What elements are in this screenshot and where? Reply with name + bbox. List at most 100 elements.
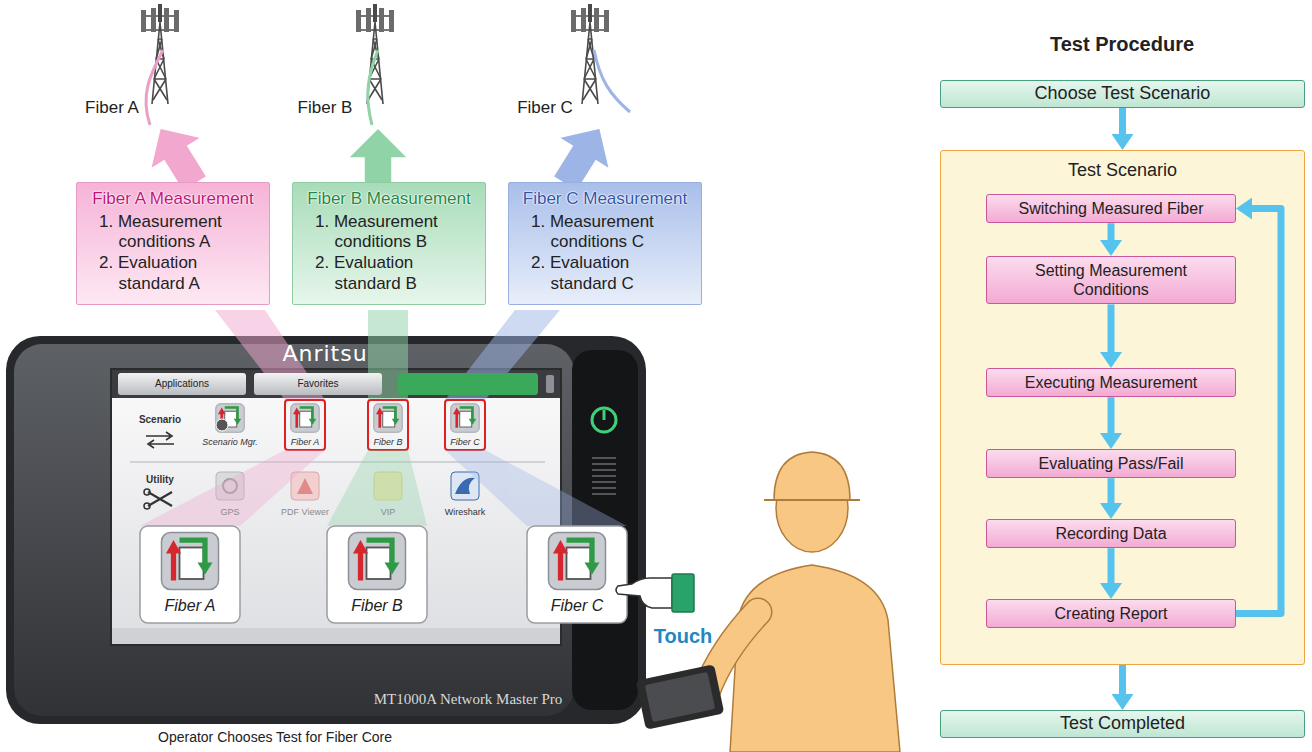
icon-label: Fiber C [450,437,480,447]
list-item: 2. Evaluation standard A [99,253,261,294]
scenario-group: Test ScenarioSwitching Measured FiberSet… [940,150,1305,665]
tablet-device [592,458,616,494]
diagram-title: Test Procedure [1050,33,1194,56]
app-icon [455,478,475,494]
measurement-box: Fiber B Measurement1. Measurement condit… [292,182,486,305]
app-icon [297,478,313,494]
app-icon [146,432,174,448]
operator-figure [774,452,850,500]
icon-label: Fiber C [551,597,603,615]
icon-label: PDF Viewer [281,507,329,517]
icon-label: Wireshark [445,507,486,517]
flow-arrow [1108,548,1115,587]
flow-arrow [1108,397,1115,437]
tab-label: Favorites [297,378,338,390]
enlarged-icon [349,533,406,590]
enlarged-icon [140,526,240,623]
app-icon [216,404,245,433]
list-item: 2. Evaluation standard B [315,253,477,294]
pointing-hand [616,574,694,612]
tablet-device [14,344,574,716]
app-icon [285,400,325,450]
fiber-label: Fiber C [517,98,573,118]
flow-arrow [1108,304,1115,356]
operator-figure [636,664,725,730]
process-box: Recording Data [986,519,1236,548]
measurement-box: Fiber A Measurement1. Measurement condit… [76,182,270,305]
box-heading: Fiber A Measurement [85,189,261,210]
box-label: Choose Test Scenario [951,83,1294,105]
app-icon [144,489,150,495]
enlarged-icon [140,526,627,623]
icon-label: Fiber A [165,597,216,615]
tablet-device [112,398,560,628]
touch-callout: Touch [654,625,713,648]
box-heading: Fiber B Measurement [301,189,477,210]
app-icon [148,492,172,506]
list-item: 1. Measurement conditions C [531,212,693,253]
flow-arrow [1108,223,1115,244]
box-label: Recording Data [1007,524,1215,543]
flow-arrow [1119,665,1126,698]
box-label: Setting Measurement Conditions [1007,261,1215,299]
box-label: Switching Measured Fiber [1007,199,1215,218]
tablet-device [603,410,606,420]
app-icon [144,503,150,509]
zoom-beam [445,450,627,526]
screen-tab [398,373,538,395]
fiber-label: Fiber B [298,98,353,118]
box-label: Test Scenario [941,160,1304,182]
zoom-beam [140,450,627,526]
figure-caption: Operator Chooses Test for Fiber Core [158,729,392,745]
tablet-device [6,336,646,724]
icon-label: Scenario Mgr. [202,437,258,447]
process-box: Evaluating Pass/Fail [986,449,1236,478]
terminal-box: Test Completed [940,710,1305,738]
block-arrow [348,128,408,184]
icon-label: GPS [220,507,239,517]
screen-tab [118,373,246,395]
flow-arrow [1108,478,1115,507]
pointing-hand [616,578,672,608]
flow-arrow [1236,209,1281,614]
zoom-beam [327,450,427,526]
screen-tab [118,373,554,395]
pointing-hand [672,574,694,612]
measurement-box: Fiber C Measurement1. Measurement condit… [508,182,702,305]
box-heading: Fiber C Measurement [517,189,693,210]
flow-arrow [1119,108,1126,138]
screen-tab [546,375,554,393]
fiber-label: Fiber A [85,98,139,118]
operator-figure [645,672,716,722]
tablet-device [6,336,646,724]
model-name: MT1000A Network Master Pro [374,691,563,708]
box-label: Creating Report [1007,604,1215,623]
fiber-cable [594,50,630,112]
fiber-cable [146,50,630,125]
terminal-box: Choose Test Scenario [940,80,1305,108]
operator-figure [730,565,900,752]
box-label: Executing Measurement [1007,373,1215,392]
app-icon [368,400,408,450]
app-icon [451,404,480,433]
app-icon [291,404,320,433]
operator-figure [764,499,860,501]
operator-figure [636,452,900,752]
tablet-device [592,408,616,432]
enlarged-icon [327,526,427,623]
brand-logo: Anritsu [282,341,367,366]
app-icon [216,419,228,431]
process-box: Setting Measurement Conditions [986,256,1236,304]
selection-beam [215,310,560,400]
screen-tab [254,373,382,395]
fiber-cable [368,50,378,125]
fiber-cable [146,50,163,125]
icon-label: VIP [381,507,396,517]
tablet-device [110,368,562,646]
cell-tower [571,4,609,104]
enlarged-icon [549,533,606,590]
list-item: 1. Measurement conditions B [315,212,477,253]
process-box: Creating Report [986,599,1236,628]
box-label: Evaluating Pass/Fail [1007,454,1215,473]
